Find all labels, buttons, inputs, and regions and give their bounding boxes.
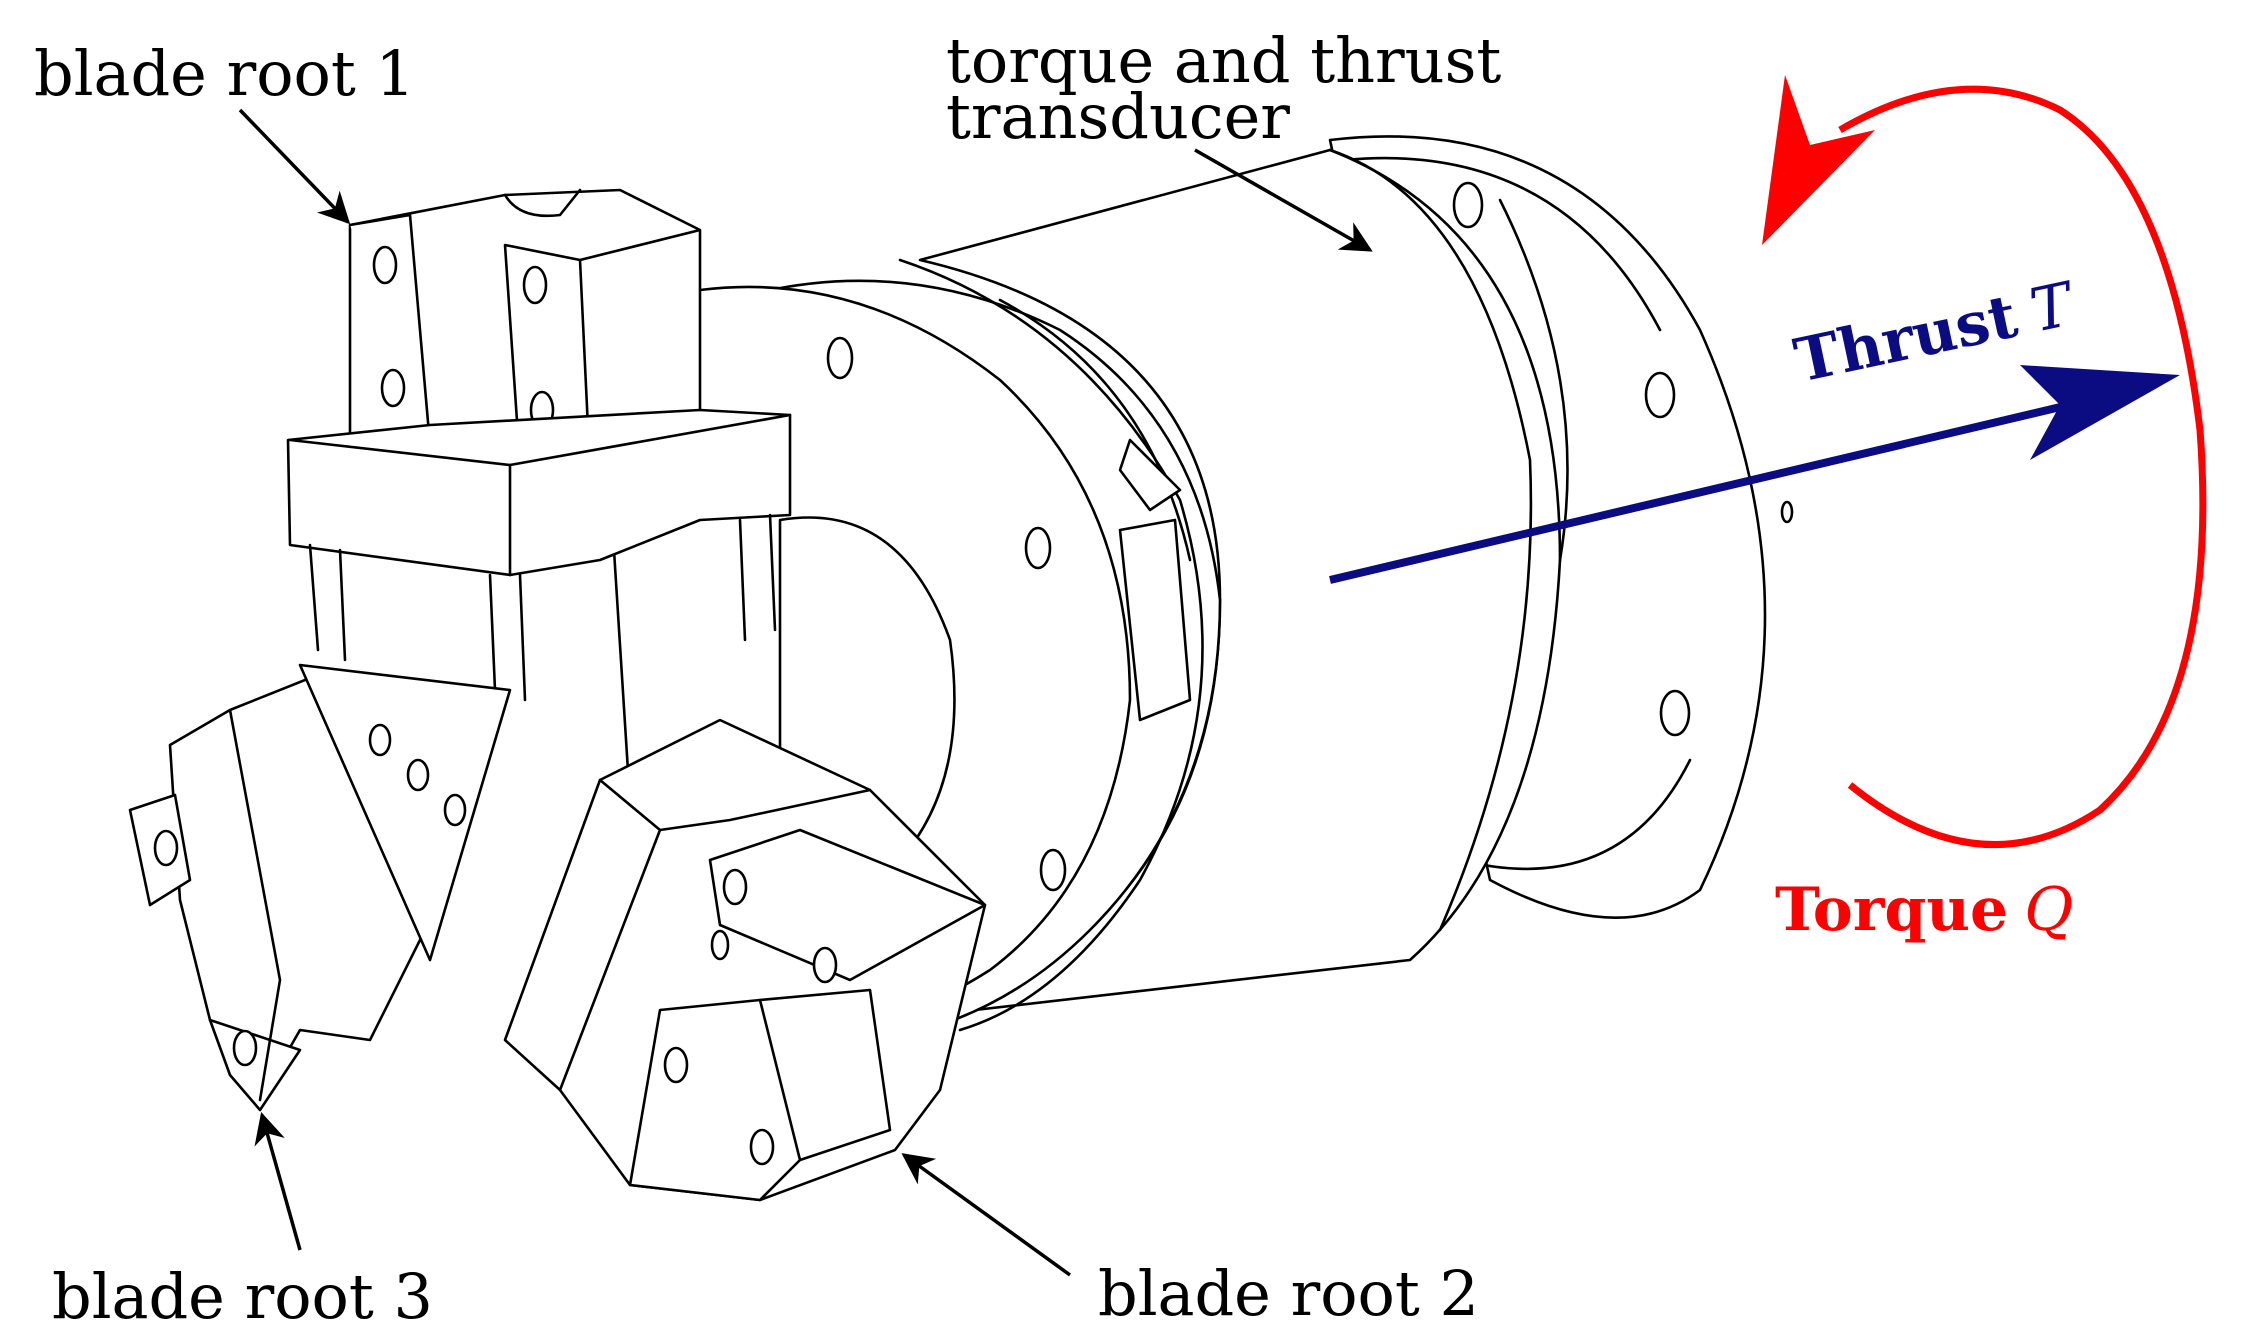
label-blade-root-1: blade root 1 [34,37,415,110]
thrust-arrow-head [2020,365,2180,460]
label-blade-root-3: blade root 3 [52,1260,433,1333]
label-torque-word: Torque [1775,875,2008,945]
leader-blade-root-3 [254,1111,302,1251]
root-hole [522,265,548,305]
label-thrust-word: Thrust [1789,281,2024,396]
root-hole [722,868,748,906]
blade-root-1-part [286,188,792,702]
torque-arrow-head [1762,75,1875,245]
flange-hole [1644,371,1676,419]
face-hole [826,336,854,380]
flange-hole [1780,500,1794,524]
web-hole [443,793,467,827]
root-hole [663,1046,689,1084]
label-transducer-line1: torque and thrust [946,24,1501,97]
leader-transducer [1194,148,1373,252]
label-torque-symbol: Q [2024,875,2073,945]
root-hole [380,368,406,408]
root-hole [372,245,398,285]
flange-hole [1452,181,1484,229]
leader-blade-root-1 [238,108,351,225]
torque-arrow-curve [1838,85,2207,849]
root-hole [749,1128,775,1166]
leader-blade-root-2 [901,1153,1072,1277]
label-blade-root-2: blade root 2 [1098,1257,1479,1330]
root-hole [232,1029,258,1067]
root-hole [153,829,179,867]
web-hole [406,758,430,792]
blade-root-3-part [128,663,512,1112]
web-hole [368,723,392,757]
flange-hole [1659,689,1691,737]
face-hole [1024,526,1052,570]
blade-root-2-part [503,718,987,1202]
label-transducer-line2: transducer [946,80,1290,153]
label-thrust-symbol: T [2024,269,2082,347]
root-hole [812,946,838,984]
root-hole [710,929,730,961]
thrust-arrow-shaft [1329,396,2091,584]
face-hole [1039,848,1067,892]
